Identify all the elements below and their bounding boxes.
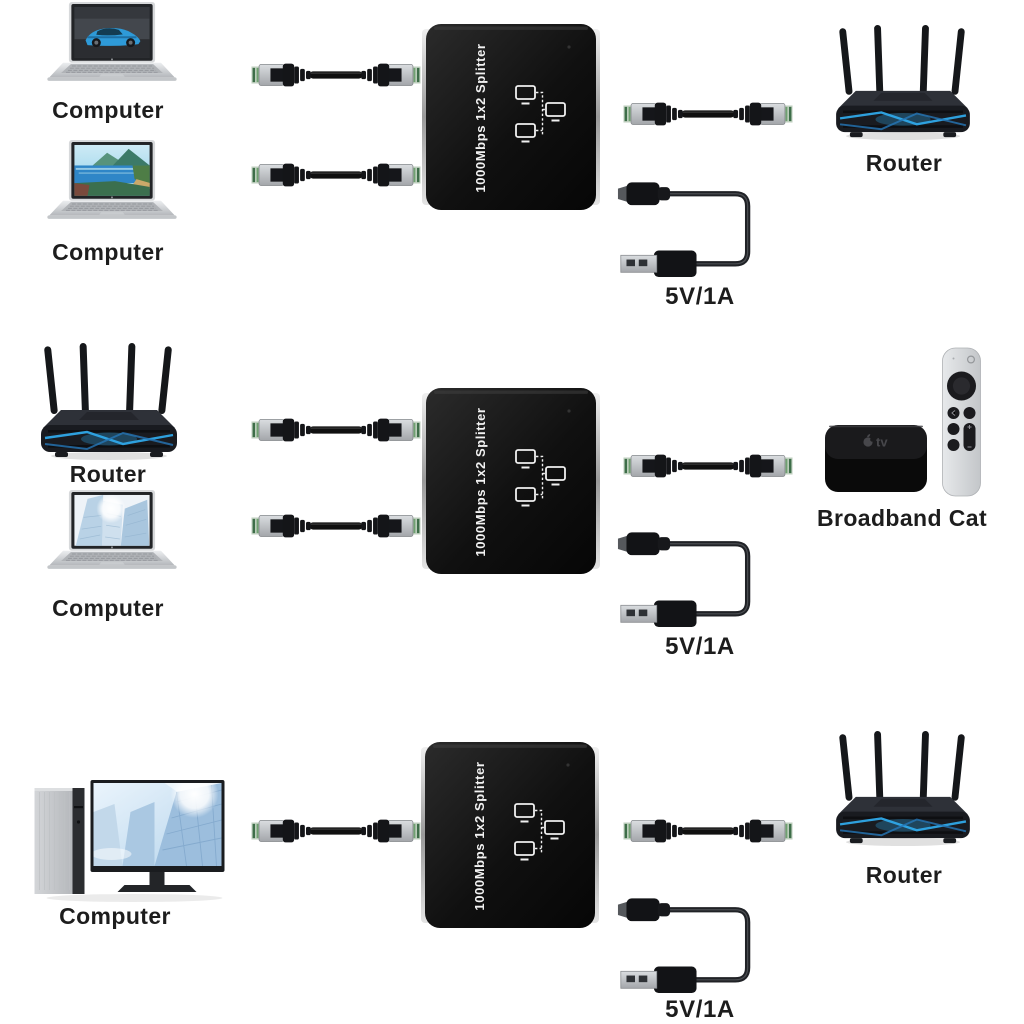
splitter-device-3	[421, 742, 599, 928]
router-label-3: Router	[865, 862, 943, 888]
usb-power-cable-1	[612, 172, 764, 278]
broadband-cat-label: Broadband Cat	[816, 505, 988, 531]
ethernet-cable	[618, 812, 798, 850]
splitter-device-2	[422, 388, 600, 574]
power-rating-label-2: 5V/1A	[665, 633, 735, 660]
router-device-1	[834, 22, 972, 142]
router-device-3	[834, 728, 972, 848]
ethernet-cable	[250, 507, 422, 545]
computer-label-2: Computer	[52, 239, 164, 265]
computer-label-3: Computer	[52, 595, 164, 621]
router-device-2	[36, 340, 182, 462]
power-rating-label-3: 5V/1A	[665, 996, 735, 1023]
remote-control	[941, 347, 982, 497]
power-rating-label-1: 5V/1A	[665, 283, 735, 310]
computer-label-4: Computer	[59, 903, 171, 929]
ethernet-cable	[250, 156, 422, 194]
ethernet-cable	[618, 447, 798, 485]
router-label-2: Router	[69, 461, 147, 487]
splitter-device-1	[422, 24, 600, 210]
laptop-computer-2	[46, 140, 178, 234]
broadband-tv-box	[824, 424, 928, 494]
usb-power-cable-2	[612, 522, 764, 628]
usb-power-cable-3	[612, 888, 764, 994]
router-label-1: Router	[865, 150, 943, 176]
laptop-computer-1	[46, 2, 178, 96]
ethernet-cable	[250, 411, 422, 449]
desktop-computer	[26, 780, 232, 904]
ethernet-cable	[250, 812, 422, 850]
ethernet-cable	[618, 95, 798, 133]
ethernet-cable	[250, 56, 422, 94]
laptop-computer-3	[46, 490, 178, 584]
computer-label-1: Computer	[52, 97, 164, 123]
